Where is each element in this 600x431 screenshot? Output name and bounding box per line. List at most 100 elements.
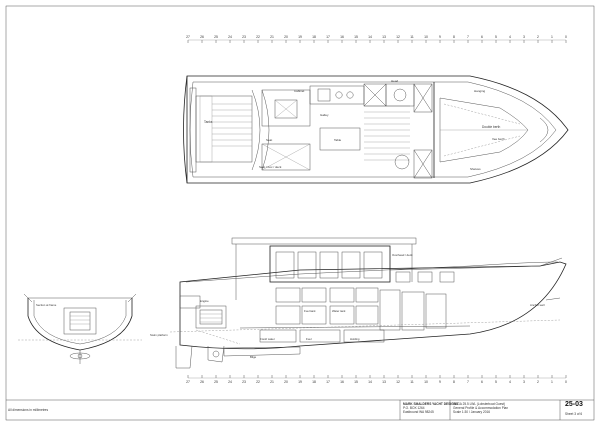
plan-label-shelves: Shelves bbox=[470, 167, 481, 171]
plan-label-hanging: Hanging bbox=[474, 89, 486, 93]
scale-tick-label: 10 bbox=[424, 380, 428, 384]
profile-label-water-tank: Water tank bbox=[332, 309, 346, 313]
scale-tick-label: 7 bbox=[467, 35, 469, 39]
profile-engine bbox=[195, 305, 227, 329]
scale-tick-label: 16 bbox=[340, 380, 344, 384]
scale-tick-label: 22 bbox=[256, 35, 260, 39]
plan-label-double-berth: Double berth bbox=[482, 125, 500, 129]
plan-label-vberth: Vee berth bbox=[492, 137, 505, 141]
scale-tick-label: 19 bbox=[298, 380, 302, 384]
scale-tick-label: 2 bbox=[537, 380, 539, 384]
designer-name: MARK SMALDERS YACHT DESIGNS bbox=[403, 402, 459, 406]
project-name: OLGA 25.5 LWL (Lobsterboat Guest) bbox=[453, 402, 506, 406]
scale-tick-label: 17 bbox=[326, 380, 330, 384]
scale-tick-label: 12 bbox=[396, 380, 400, 384]
sheet-border bbox=[5, 5, 595, 421]
scale-tick-label: 17 bbox=[326, 35, 330, 39]
plan-label-galley: Galley bbox=[320, 113, 329, 117]
drawing-scale: Scale 1:30 / January 2016 bbox=[453, 410, 491, 414]
scale-tick-label: 20 bbox=[284, 35, 288, 39]
profile-label-fuel-tank: Fuel tank bbox=[304, 309, 316, 313]
scale-tick-label: 24 bbox=[228, 380, 232, 384]
scale-tick-label: 25 bbox=[214, 35, 218, 39]
scale-tick-label: 4 bbox=[509, 380, 511, 384]
scale-tick-label: 23 bbox=[242, 380, 246, 384]
scale-tick-label: 15 bbox=[354, 35, 358, 39]
midship-section-view: Section at frame bbox=[18, 293, 142, 364]
scale-tick-label: 27 bbox=[186, 35, 190, 39]
scale-tick-label: 5 bbox=[495, 380, 497, 384]
scale-tick-label: 9 bbox=[439, 35, 441, 39]
accommodation-plan-view: Tanks Galley Table Double berth Head Han… bbox=[183, 75, 569, 184]
plan-deck-line bbox=[189, 81, 557, 178]
scale-tick-label: 26 bbox=[200, 380, 204, 384]
drawing-description: General Profile & Accommodation Plan bbox=[453, 406, 509, 410]
scale-tick-label: 8 bbox=[453, 380, 455, 384]
scale-tick-label: 20 bbox=[284, 380, 288, 384]
scale-tick-label: 13 bbox=[382, 380, 386, 384]
scale-tick-label: 19 bbox=[298, 35, 302, 39]
sheet-number: 25-03 bbox=[565, 401, 583, 408]
scale-tick-label: 4 bbox=[509, 35, 511, 39]
plan-label-seat: Seat bbox=[266, 138, 272, 142]
scale-tick-label: 13 bbox=[382, 35, 386, 39]
scale-tick-label: 8 bbox=[453, 35, 455, 39]
plan-hull-outline bbox=[183, 75, 569, 184]
scale-tick-label: 22 bbox=[256, 380, 260, 384]
scale-tick-label: 3 bbox=[523, 380, 525, 384]
profile-label-bilge: Bilge bbox=[250, 355, 257, 359]
profile-label-water: Fresh water bbox=[260, 337, 275, 341]
title-block bbox=[6, 399, 594, 420]
plan-label-head: Head bbox=[391, 79, 399, 83]
plan-label-table: Table bbox=[334, 138, 342, 142]
scale-tick-label: 3 bbox=[523, 35, 525, 39]
scale-tick-label: 9 bbox=[439, 380, 441, 384]
scale-tick-label: 15 bbox=[354, 380, 358, 384]
plan-label-seat-note: Seat / box / deck bbox=[259, 165, 282, 169]
inboard-profile-view: Fresh water Fuel Holding Bilge Engine Wa… bbox=[150, 237, 567, 369]
profile-label-stern: Swim platform bbox=[150, 333, 168, 337]
scale-tick-label: 0 bbox=[565, 380, 567, 384]
profile-label-fuel: Fuel bbox=[306, 337, 312, 341]
profile-hull-outline bbox=[179, 261, 567, 350]
scale-tick-label: 23 bbox=[242, 35, 246, 39]
scale-tick-label: 1 bbox=[551, 380, 553, 384]
scale-tick-label: 6 bbox=[481, 380, 483, 384]
scale-tick-label: 5 bbox=[495, 35, 497, 39]
plan-label-cabinet: Cabinet bbox=[294, 89, 305, 93]
scale-tick-label: 11 bbox=[410, 35, 414, 39]
scale-tick-label: 2 bbox=[537, 35, 539, 39]
scale-tick-label: 6 bbox=[481, 35, 483, 39]
scale-tick-label: 10 bbox=[424, 35, 428, 39]
scale-tick-label: 21 bbox=[270, 380, 274, 384]
scale-tick-label: 14 bbox=[368, 35, 372, 39]
scale-tick-label: 7 bbox=[467, 380, 469, 384]
plan-label-tanks: Tanks bbox=[204, 120, 213, 124]
profile-label-engine: Engine bbox=[200, 299, 209, 303]
scale-tick-label: 11 bbox=[410, 380, 414, 384]
scale-tick-label: 25 bbox=[214, 380, 218, 384]
designer-address-2: Eastbound WA 98245 bbox=[403, 410, 434, 414]
scale-tick-label: 0 bbox=[565, 35, 567, 39]
profile-label-bow: Anchor well bbox=[530, 303, 545, 307]
profile-pilothouse bbox=[269, 245, 391, 283]
scale-tick-label: 27 bbox=[186, 380, 190, 384]
scale-tick-label: 14 bbox=[368, 380, 372, 384]
scale-tick-label: 18 bbox=[312, 380, 316, 384]
scale-tick-label: 12 bbox=[396, 35, 400, 39]
designer-address-1: P.O. BOX 1264 bbox=[403, 406, 425, 410]
scale-tick-label: 24 bbox=[228, 35, 232, 39]
profile-label-upper: Overhead / deck bbox=[392, 253, 413, 257]
scale-tick-label: 18 bbox=[312, 35, 316, 39]
profile-label-holding: Holding bbox=[350, 337, 360, 341]
scale-tick-label: 21 bbox=[270, 35, 274, 39]
scale-tick-label: 1 bbox=[551, 35, 553, 39]
scale-tick-label: 16 bbox=[340, 35, 344, 39]
scale-tick-label: 26 bbox=[200, 35, 204, 39]
section-label: Section at frame bbox=[36, 303, 57, 307]
footer-note: All dimensions in millimetres bbox=[8, 408, 49, 412]
